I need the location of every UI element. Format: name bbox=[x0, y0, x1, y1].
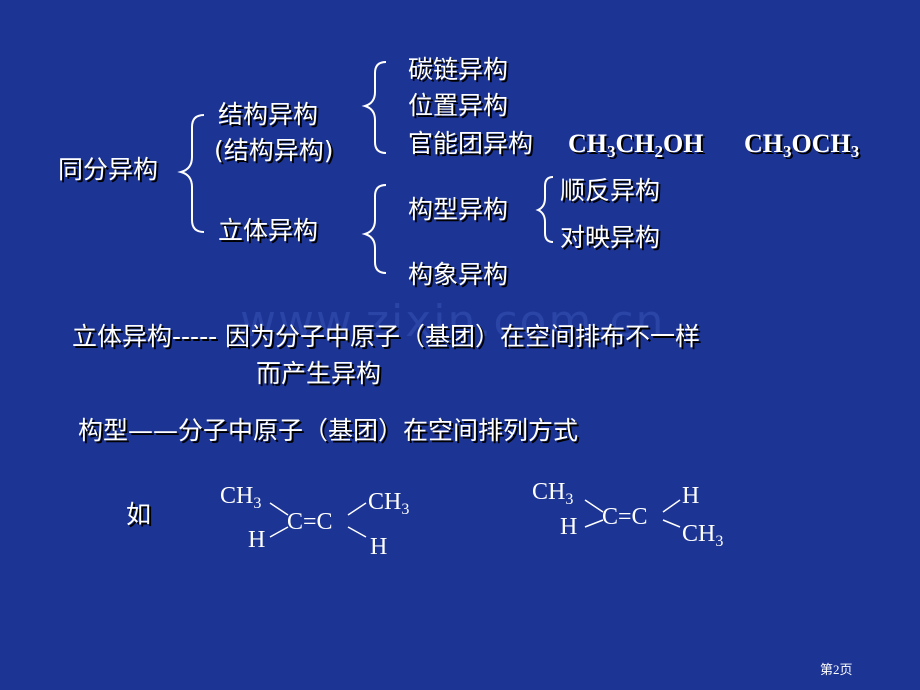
m1-bond-br bbox=[347, 526, 367, 538]
brace-stereo bbox=[361, 184, 387, 274]
formula-ether: CH3OCH3 bbox=[744, 129, 860, 161]
tree-stereo: 立体异构 bbox=[218, 216, 319, 245]
m2-top-left: CH3 bbox=[532, 479, 574, 508]
m1-bond-tl bbox=[269, 502, 289, 516]
tree-root: 同分异构 bbox=[58, 155, 159, 184]
tree-functional: 官能团异构 bbox=[408, 129, 534, 158]
definition-stereo-line1: 立体异构----- 因为分子中原子（基团）在空间排布不一样 bbox=[72, 322, 701, 351]
m2-bottom-right: CH3 bbox=[682, 521, 724, 550]
example-label: 如 bbox=[126, 500, 152, 529]
m1-bottom-right: H bbox=[370, 534, 388, 560]
tree-carbon-chain: 碳链异构 bbox=[408, 55, 509, 84]
tree-position: 位置异构 bbox=[408, 91, 509, 120]
m2-bond-tl bbox=[584, 499, 604, 513]
m2-bottom-left: H bbox=[560, 514, 578, 540]
m1-center: C=C bbox=[287, 509, 333, 535]
formula-ethanol: CH3CH2OH bbox=[568, 129, 704, 161]
m1-bond-tr bbox=[347, 502, 367, 516]
brace-root bbox=[177, 114, 205, 233]
m1-top-right: CH3 bbox=[368, 489, 410, 518]
brace-structural bbox=[361, 61, 387, 154]
definition-stereo-line2: 而产生异构 bbox=[256, 359, 382, 388]
m2-bond-br bbox=[662, 519, 681, 528]
m2-bond-bl bbox=[584, 519, 604, 528]
tree-structural-paren: (结构异构) bbox=[214, 136, 334, 165]
page-number: 第2页 bbox=[820, 662, 853, 677]
m1-top-left: CH3 bbox=[220, 483, 262, 512]
tree-enantiomer: 对映异构 bbox=[560, 223, 661, 252]
m1-bond-bl bbox=[269, 526, 289, 538]
m1-bottom-left: H bbox=[248, 527, 266, 553]
tree-structural: 结构异构 bbox=[218, 100, 319, 129]
definition-configuration: 构型——分子中原子（基团）在空间排列方式 bbox=[78, 416, 579, 445]
tree-conformation: 构象异构 bbox=[408, 260, 509, 289]
m2-center: C=C bbox=[602, 504, 648, 530]
m2-bond-tr bbox=[662, 499, 681, 513]
brace-configuration bbox=[535, 176, 554, 243]
tree-cis-trans: 顺反异构 bbox=[560, 176, 661, 205]
m2-top-right: H bbox=[682, 483, 700, 509]
watermark: www.zixin.com.cn bbox=[240, 296, 666, 347]
tree-configuration: 构型异构 bbox=[408, 195, 509, 224]
